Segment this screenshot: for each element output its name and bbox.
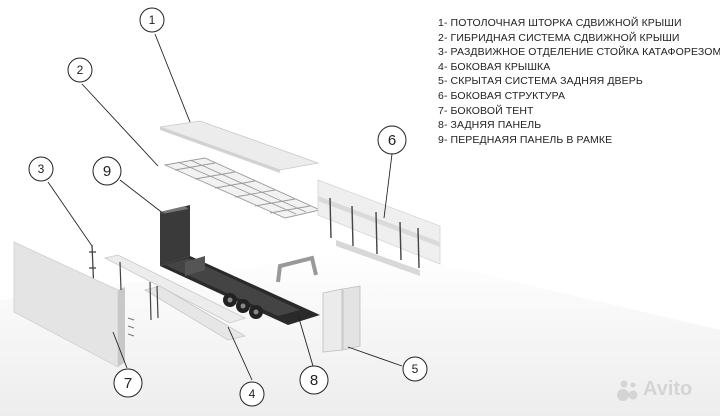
legend-item: 3- РАЗДВИЖНОЕ ОТДЕЛЕНИЕ СТОЙКА КАТАФОРЕЗ…	[438, 46, 720, 59]
side-tarp-part	[13, 241, 135, 368]
callout-1-label: 1	[149, 13, 156, 27]
leader-4	[227, 326, 253, 381]
callout-8-label: 8	[310, 372, 318, 389]
legend-item: 5- СКРЫТАЯ СИСТЕМА ЗАДНЯЯ ДВЕРЬ	[438, 75, 643, 88]
trailer-chassis	[160, 205, 320, 325]
legend-item: 2- ГИБРИДНАЯ СИСТЕМА СДВИЖНОЙ КРЫШИ	[438, 31, 680, 44]
callout-5-circle	[402, 356, 428, 382]
callout-4-label: 4	[249, 387, 256, 401]
parts-legend: 1- ПОТОЛОЧНАЯ ШТОРКА СДВИЖНОЙ КРЫШИ 2- Г…	[438, 16, 720, 147]
callout-6-label: 6	[388, 132, 396, 149]
leader-8	[297, 314, 314, 367]
callout-1-circle	[139, 7, 165, 33]
callouts	[28, 7, 428, 407]
leader-6	[383, 153, 393, 219]
avito-watermark: Avito	[615, 376, 715, 406]
legend-item: 6- БОКОВАЯ СТРУКТУРА	[438, 89, 566, 102]
callout-3-label: 3	[38, 162, 45, 176]
side-cover-part	[103, 254, 247, 341]
leader-3	[47, 181, 93, 247]
callout-6-circle	[377, 125, 407, 155]
avito-logo-icon	[617, 380, 638, 401]
callout-2-circle	[67, 57, 93, 83]
legend-item: 1- ПОТОЛОЧНАЯ ШТОРКА СДВИЖНОЙ КРЫШИ	[438, 17, 682, 29]
callout-2-label: 2	[77, 63, 84, 77]
legend-item: 9- ПЕРЕДНАЯЯ ПАНЕЛЬ В РАМКЕ	[438, 133, 613, 146]
callout-5-label: 5	[412, 362, 419, 376]
callout-3-circle	[28, 156, 54, 182]
roof-tarp-part	[159, 120, 320, 173]
callout-8-circle	[299, 365, 329, 395]
leader-5	[347, 346, 403, 367]
legend-item: 8- ЗАДНЯЯ ПАНЕЛЬ	[438, 119, 542, 132]
callout-7-label: 7	[124, 375, 132, 392]
callout-7-circle	[113, 368, 143, 398]
legend-item: 4- БОКОВАЯ КРЫШКА	[438, 60, 551, 73]
leader-1	[154, 33, 191, 123]
leader-7	[112, 331, 128, 369]
callout-4-circle	[239, 381, 265, 407]
rear-door-part	[322, 285, 361, 353]
leader-lines	[47, 33, 403, 381]
callout-9-label: 9	[103, 163, 111, 180]
side-structure-part	[317, 179, 441, 276]
watermark-text: Avito	[643, 378, 693, 400]
callout-9-circle	[92, 156, 122, 186]
callout-labels: 1 2 3 4 5 6 7 8 9	[38, 13, 419, 401]
leader-9	[119, 179, 165, 215]
legend-item: 7- БОКОВОЙ ТЕНТ	[438, 104, 534, 117]
leader-2	[81, 83, 159, 167]
